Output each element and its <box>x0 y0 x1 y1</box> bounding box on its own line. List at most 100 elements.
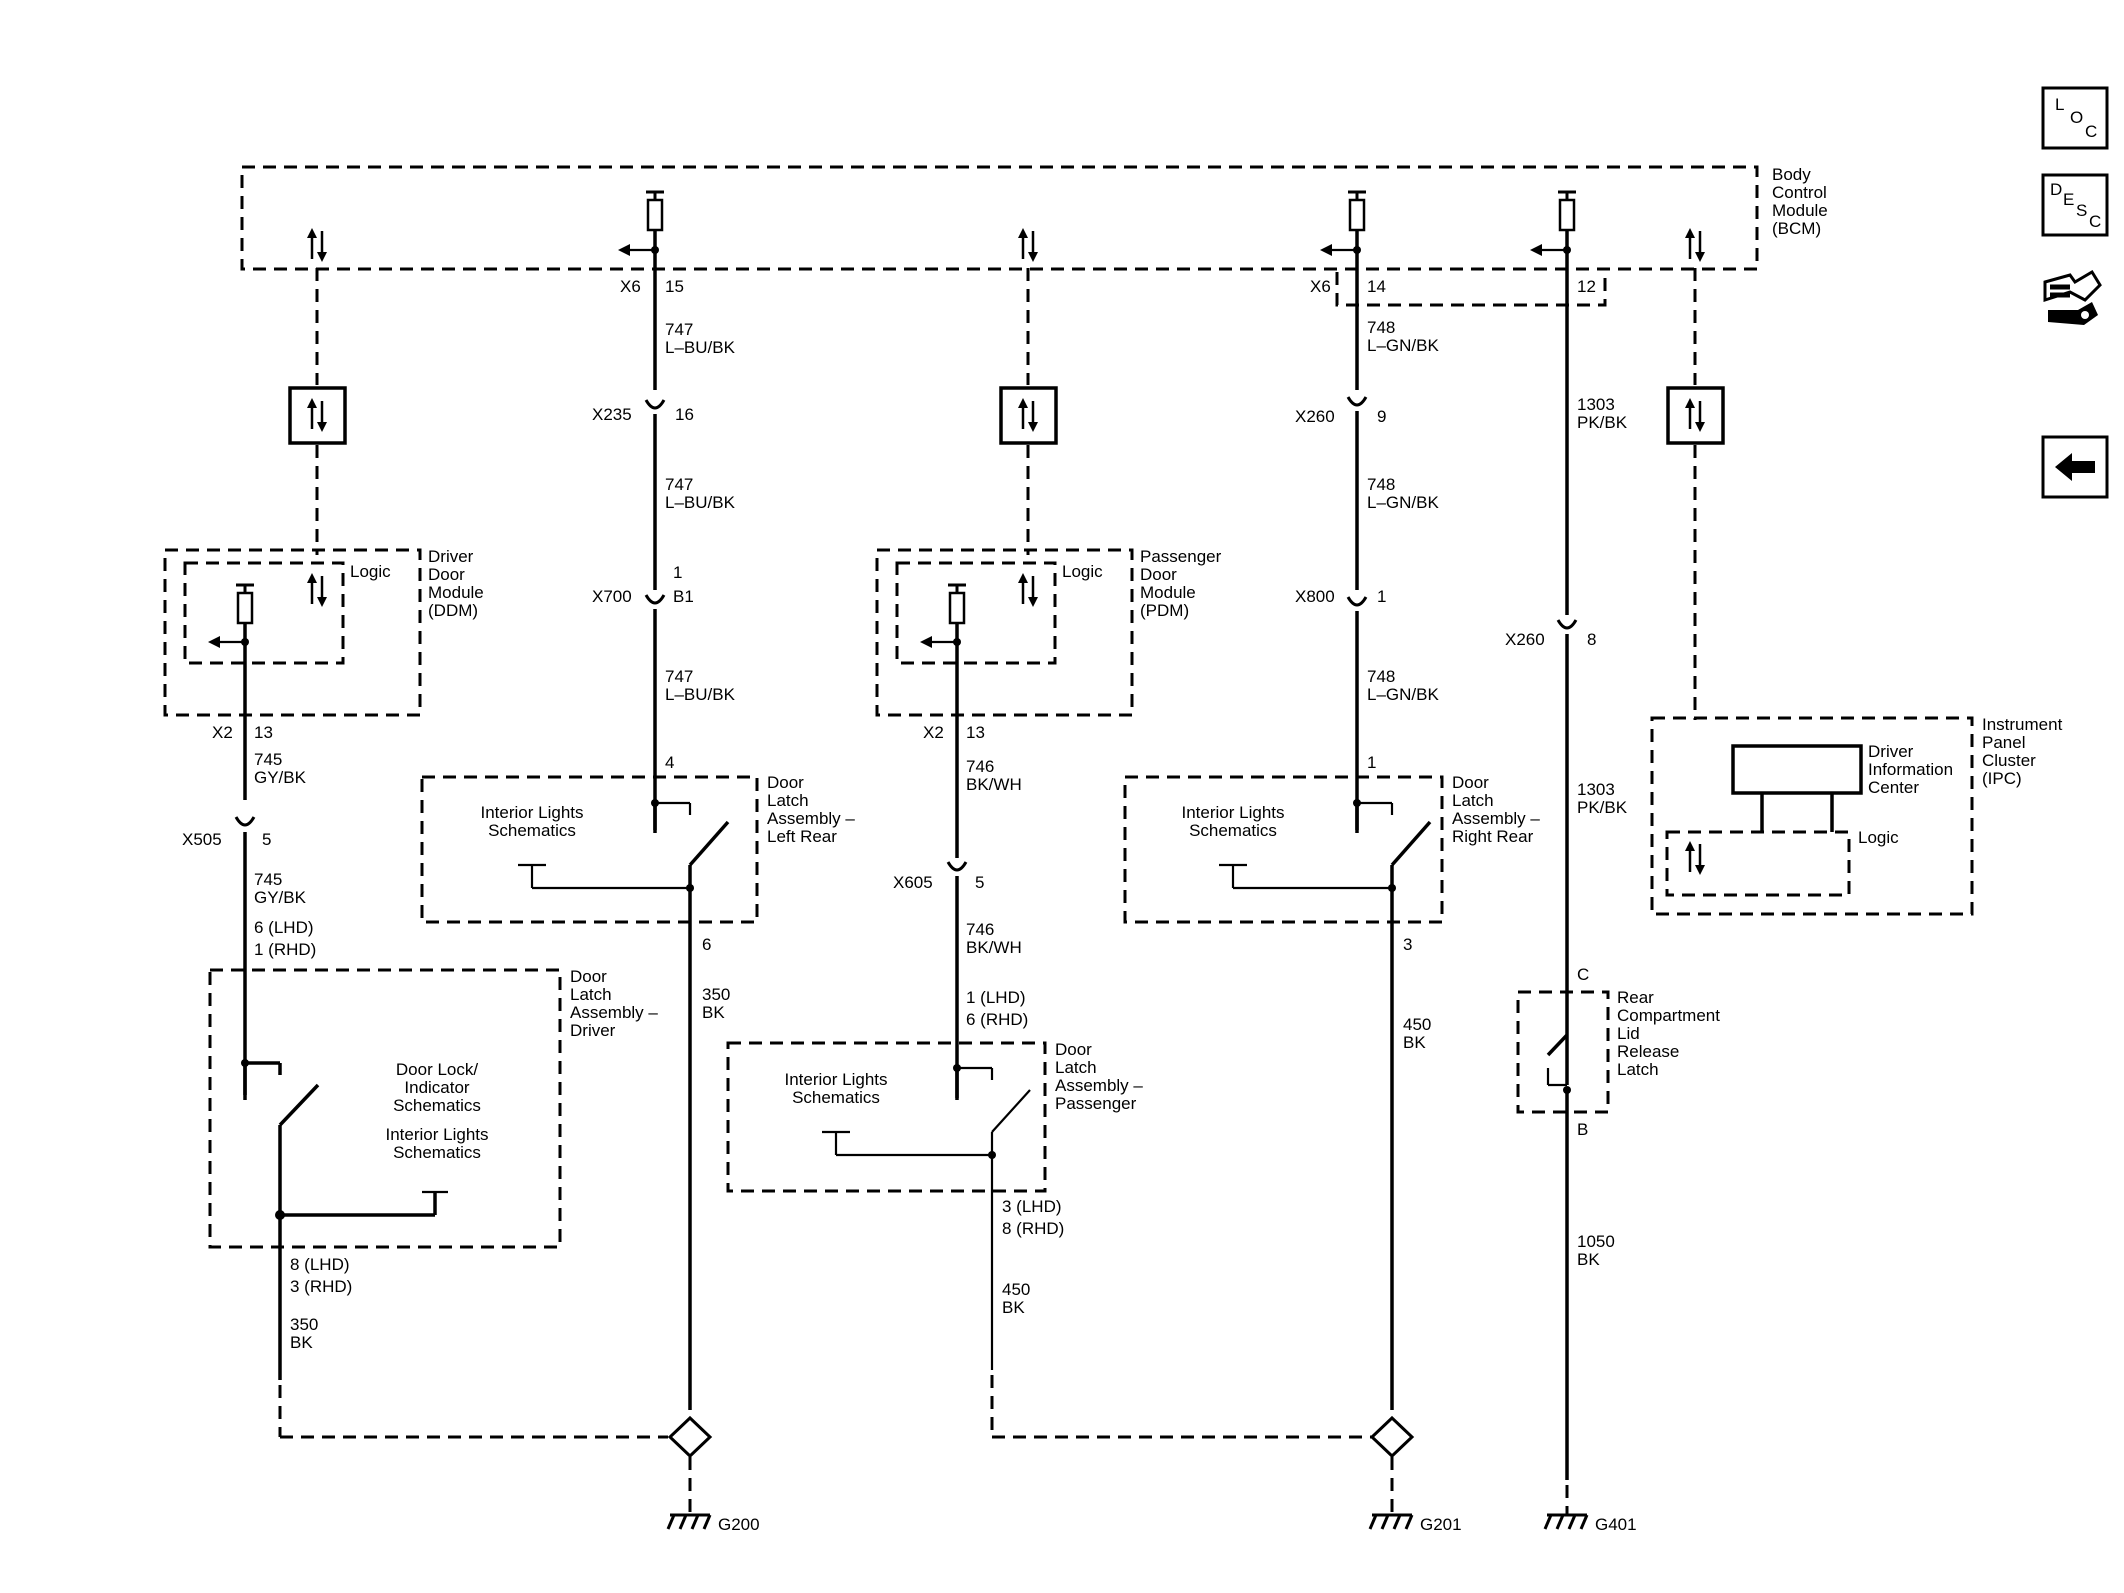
wire-color-label: L–BU/BK <box>665 338 736 357</box>
serial-data-icon <box>999 386 1058 445</box>
bcm-label: (BCM) <box>1772 219 1821 238</box>
wire-color-label: PK/BK <box>1577 798 1628 817</box>
ipc-box <box>1650 716 1974 916</box>
logic-arrow-icon <box>1016 571 1040 609</box>
svg-text:C: C <box>2089 212 2101 231</box>
svg-text:D: D <box>2050 180 2062 199</box>
ipc-label: Instrument <box>1982 715 2063 734</box>
il-schematics-label: Interior Lights <box>1182 803 1285 822</box>
pin-label: C <box>1577 965 1589 984</box>
ipc-label: Panel <box>1982 733 2025 752</box>
lr-latch-label: Door <box>767 773 804 792</box>
wire-label: 1303 <box>1577 395 1615 414</box>
connector-end-view-icon[interactable] <box>2043 269 2102 325</box>
wire-color-label: L–GN/BK <box>1367 685 1439 704</box>
conn-label: X260 <box>1295 407 1335 426</box>
conn-label: X700 <box>592 587 632 606</box>
ddm-label: Door <box>428 565 465 584</box>
pin-label: 15 <box>665 277 684 296</box>
driver-latch-label: Assembly – <box>570 1003 658 1022</box>
conn-label: X6 <box>1310 277 1331 296</box>
bcm-label: Body <box>1772 165 1811 184</box>
wire-label: 746 <box>966 757 994 776</box>
pin-label: 16 <box>675 405 694 424</box>
loc-button[interactable]: L O C <box>2041 86 2109 150</box>
rr-latch-box <box>1123 775 1444 924</box>
bcm-box <box>240 165 1759 271</box>
passenger-latch-label: Passenger <box>1055 1094 1137 1113</box>
connector-icon <box>234 815 256 827</box>
dic-label: Information <box>1868 760 1953 779</box>
pdm-label: Door <box>1140 565 1177 584</box>
logic-arrow-icon <box>1683 839 1707 877</box>
wire-label: 745 <box>254 750 282 769</box>
fuse-icon <box>1556 190 1578 232</box>
passenger-latch-label: Latch <box>1055 1058 1097 1077</box>
pin-label: B <box>1577 1120 1588 1139</box>
pin-label: 1 <box>673 563 682 582</box>
driver-latch-box <box>208 968 562 1249</box>
serial-data-arrow-icon <box>1683 226 1707 264</box>
splice-icon <box>1369 1415 1415 1459</box>
il-schematics-label: Schematics <box>1189 821 1277 840</box>
ddm-label: Driver <box>428 547 474 566</box>
rear-latch-box <box>1516 990 1610 1114</box>
wire-color-label: BK <box>1403 1033 1426 1052</box>
ddm-logic-box <box>183 561 345 665</box>
splice-icon <box>667 1415 713 1459</box>
fuse-icon <box>946 583 968 625</box>
pin-label: 1 (LHD) <box>966 988 1026 1007</box>
ddm-label: (DDM) <box>428 601 478 620</box>
ground-label: G201 <box>1420 1515 1462 1534</box>
conn-label: X235 <box>592 405 632 424</box>
il-schematics-label: Interior Lights <box>785 1070 888 1089</box>
passenger-latch-box <box>726 1041 1047 1193</box>
connector-icon <box>644 398 666 410</box>
ground-label: G200 <box>718 1515 760 1534</box>
lock-schematics-label: Indicator <box>404 1078 470 1097</box>
desc-button[interactable]: D E S C <box>2041 173 2109 237</box>
wire-color-label: BK <box>1002 1298 1025 1317</box>
wire-color-label: GY/BK <box>254 768 307 787</box>
pin-label: 12 <box>1577 277 1596 296</box>
logic-arrow-icon <box>305 571 329 609</box>
rr-latch-label: Door <box>1452 773 1489 792</box>
il-schematics-label: Interior Lights <box>481 803 584 822</box>
pin-label: 8 <box>1587 630 1596 649</box>
wire-label: 350 <box>702 985 730 1004</box>
ipc-logic-box <box>1665 830 1851 897</box>
back-button[interactable] <box>2041 435 2109 499</box>
ground-label: G401 <box>1595 1515 1637 1534</box>
arrow-left-icon <box>2055 453 2095 481</box>
output-arrow-icon <box>920 636 932 648</box>
il-schematics-label: Interior Lights <box>386 1125 489 1144</box>
wire-label: 747 <box>665 667 693 686</box>
dic-box <box>1731 744 1863 795</box>
conn-label: X2 <box>923 723 944 742</box>
il-schematics-label: Schematics <box>488 821 576 840</box>
svg-text:L: L <box>2055 95 2064 114</box>
wire-label: 450 <box>1403 1015 1431 1034</box>
pin-label: 5 <box>262 830 271 849</box>
wire-label: 450 <box>1002 1280 1030 1299</box>
ipc-label: Cluster <box>1982 751 2036 770</box>
conn-label: X505 <box>182 830 222 849</box>
wire-color-label: PK/BK <box>1577 413 1628 432</box>
fuse-icon <box>644 190 666 232</box>
lr-latch-label: Left Rear <box>767 827 837 846</box>
dic-label: Driver <box>1868 742 1914 761</box>
connector-icon <box>1346 395 1368 407</box>
pin-label: 1 <box>1377 587 1386 606</box>
passenger-latch-label: Assembly – <box>1055 1076 1143 1095</box>
wire-color-label: GY/BK <box>254 888 307 907</box>
wire-color-label: L–BU/BK <box>665 493 736 512</box>
driver-latch-label: Door <box>570 967 607 986</box>
connector-icon <box>946 860 968 872</box>
wire-color-label: L–GN/BK <box>1367 336 1439 355</box>
output-arrow-icon <box>208 636 220 648</box>
pin-label: 14 <box>1367 277 1386 296</box>
pdm-label: Module <box>1140 583 1196 602</box>
wire-color-label: L–GN/BK <box>1367 493 1439 512</box>
output-arrow-icon <box>1320 244 1332 256</box>
